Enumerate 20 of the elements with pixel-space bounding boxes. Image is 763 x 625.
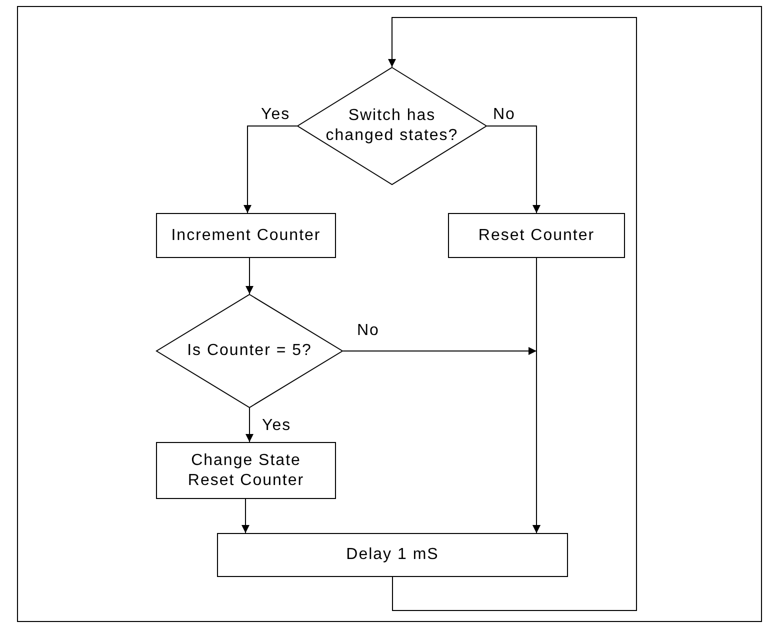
process-box: [156, 442, 336, 499]
node-label: Is Counter = 5?: [187, 341, 312, 361]
node-label: Increment Counter: [171, 226, 321, 246]
arrow: [244, 126, 298, 214]
arrow: [242, 498, 250, 534]
arrow: [532, 258, 540, 534]
decision-diamond: [297, 67, 487, 185]
arrow: [246, 408, 254, 442]
node-label: Reset Counter: [478, 226, 595, 246]
process-box: [217, 533, 568, 577]
arrow: [486, 126, 540, 214]
node-label: Reset Counter: [188, 470, 304, 490]
process-box: [156, 213, 336, 258]
node-label: Change State: [191, 450, 301, 470]
arrow: [388, 17, 637, 611]
process-box: [448, 213, 625, 258]
node-label: Delay 1 mS: [346, 545, 439, 565]
node-label: Switch has changed states?: [324, 106, 460, 146]
arrow: [246, 258, 254, 294]
decision-diamond: [156, 294, 343, 408]
